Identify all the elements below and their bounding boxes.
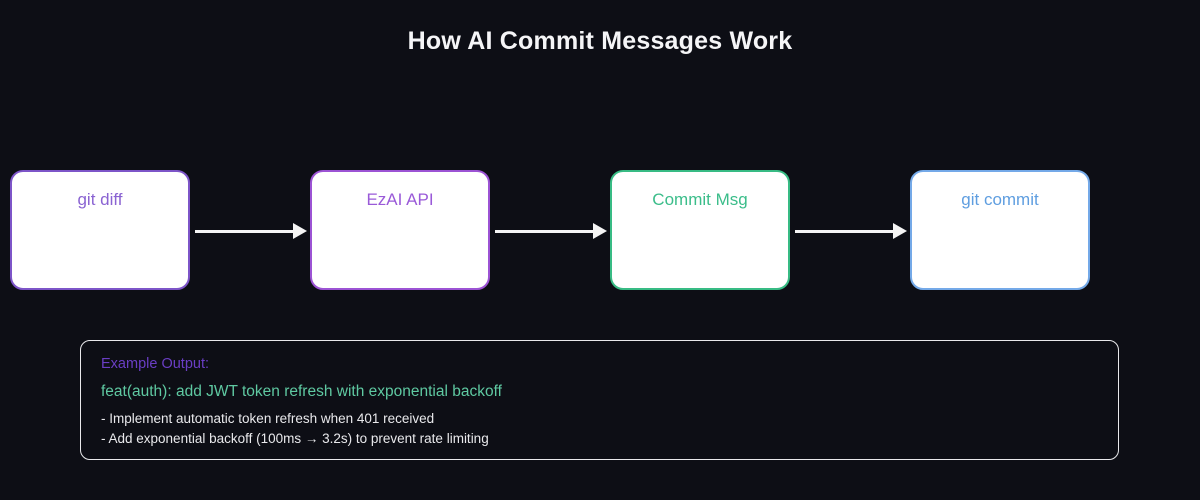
arrow-head-icon [593,223,607,239]
arrow-shaft [495,229,594,233]
flow-node-ezai-api: EzAI API [310,170,490,290]
arrow-shaft [795,229,894,233]
flow-node-label: Commit Msg [652,190,748,209]
flow-node-commit-msg: Commit Msg [610,170,790,290]
arrow-head-icon [893,223,907,239]
flow-node-label: git commit [961,190,1039,209]
flow-arrow-1 [195,223,307,239]
example-bullet-line: - Implement automatic token refresh when… [101,411,435,426]
arrow-head-icon [293,223,307,239]
example-commit-title: feat(auth): add JWT token refresh with e… [101,383,502,400]
example-output-heading: Example Output: [101,356,209,372]
page-title: How AI Commit Messages Work [407,27,793,55]
flow-node-git-diff: git diff [10,170,190,290]
flow-arrow-3 [795,223,907,239]
flow-arrow-2 [495,223,607,239]
example-bullet-list: - Implement automatic token refresh when… [101,409,1098,449]
arrow-shaft [195,229,294,233]
example-bullet-line: - Add exponential backoff (100ms → 3.2s)… [101,431,489,446]
flow-node-label: EzAI API [366,190,434,209]
flow-node-git-commit: git commit [910,170,1090,290]
flow-node-label: git diff [77,190,123,209]
example-output-panel: Example Output: feat(auth): add JWT toke… [80,340,1119,460]
